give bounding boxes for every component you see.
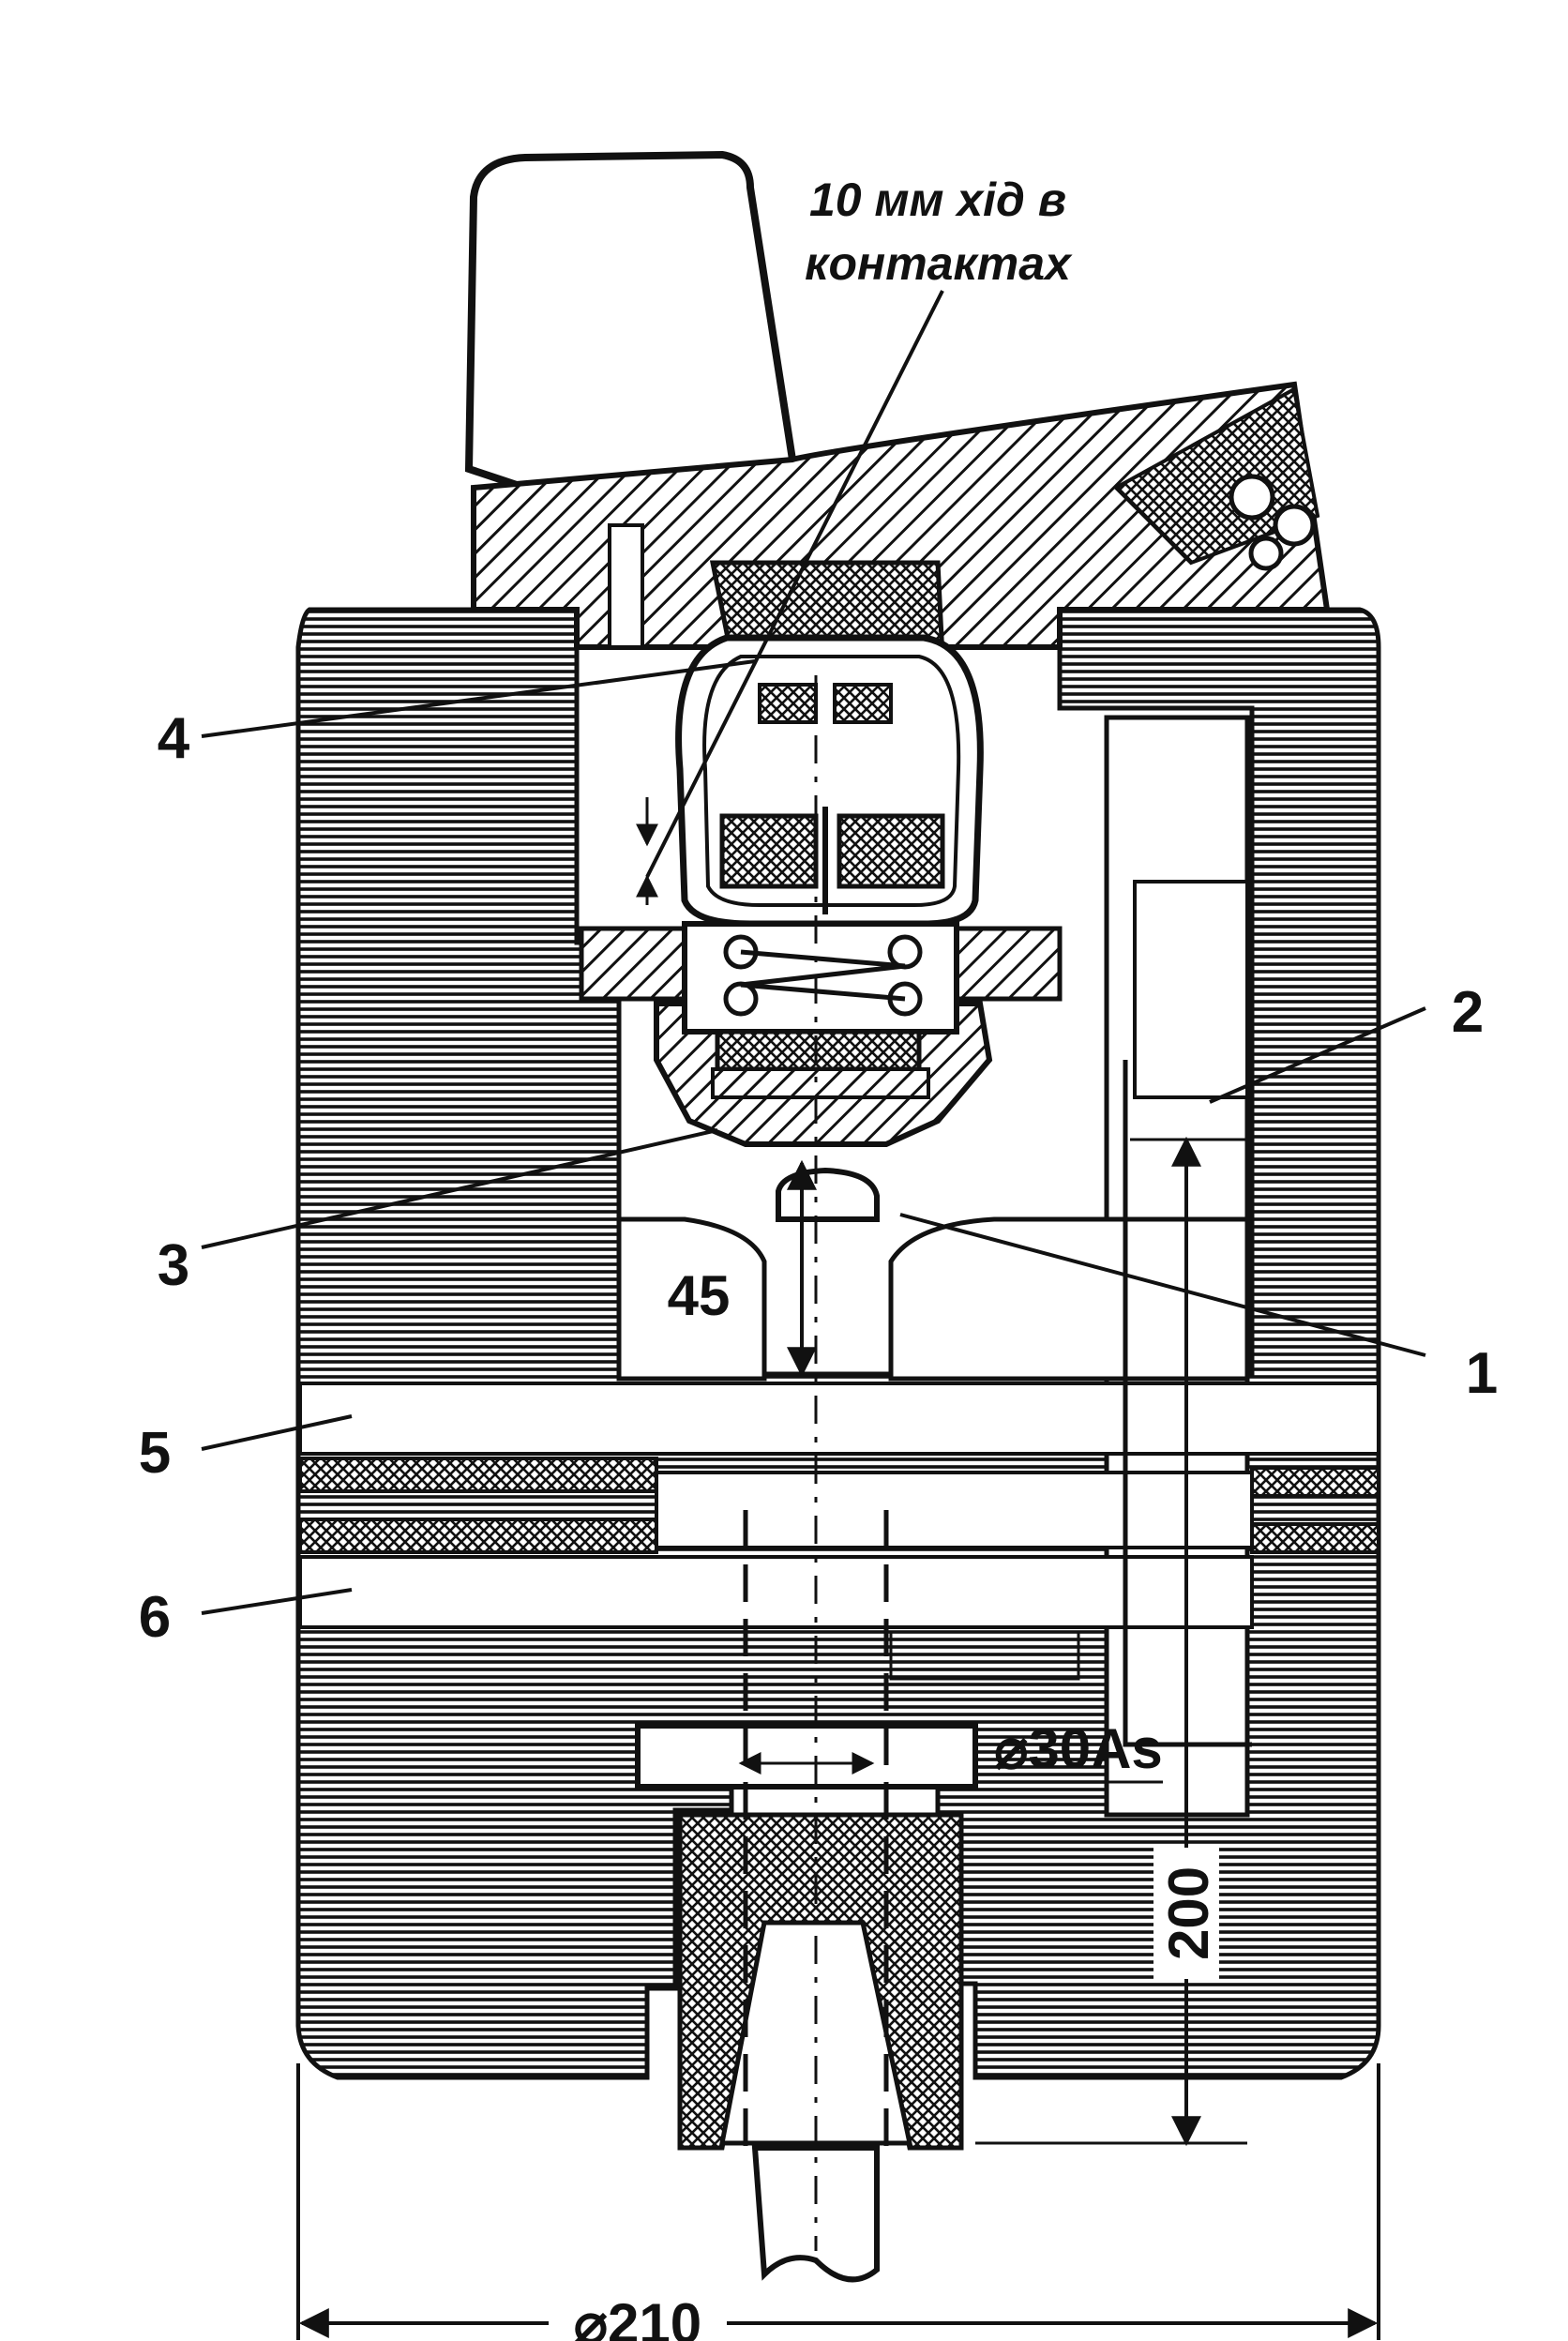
- callout-3: 3: [158, 1233, 189, 1298]
- callout-1: 1: [1466, 1341, 1498, 1406]
- callout-2: 2: [1452, 980, 1484, 1045]
- height-dimension: 200: [1157, 1866, 1220, 1960]
- handle: [464, 150, 797, 491]
- annotation-line2: контактах: [805, 237, 1073, 290]
- callout-6: 6: [139, 1585, 171, 1650]
- callout-4: 4: [158, 706, 190, 771]
- shaft-assembly: [635, 675, 1252, 2283]
- annotation-line1: 10 мм хід в: [809, 174, 1066, 226]
- top-cap: [471, 381, 1331, 650]
- leader-lines: [201, 290, 1426, 1615]
- angle-dimension: 45: [668, 1264, 731, 1327]
- callout-5: 5: [139, 1421, 171, 1486]
- bore-dimension: ⌀30As: [994, 1717, 1163, 1780]
- diameter-dimension: ⌀210: [574, 2292, 701, 2341]
